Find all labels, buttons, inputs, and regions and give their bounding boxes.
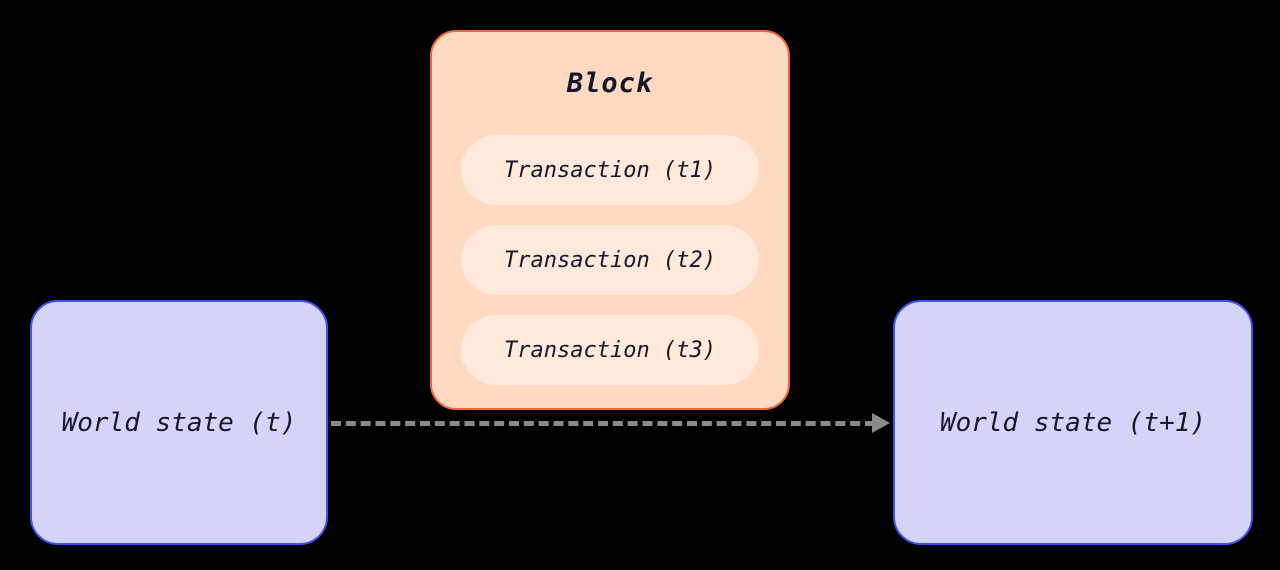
block-container: Block Transaction (t1) Transaction (t2) … <box>430 30 790 410</box>
world-state-t-box: World state (t) <box>30 300 328 545</box>
world-state-t-plus-1-box: World state (t+1) <box>893 300 1253 545</box>
transition-arrow-head-icon <box>872 413 890 433</box>
transition-arrow-line <box>331 421 875 426</box>
transaction-list: Transaction (t1) Transaction (t2) Transa… <box>432 135 788 385</box>
world-state-t-label: World state (t) <box>61 407 297 438</box>
transaction-item-t3: Transaction (t3) <box>461 315 759 385</box>
transaction-item-t2: Transaction (t2) <box>461 225 759 295</box>
transaction-item-t1: Transaction (t1) <box>461 135 759 205</box>
world-state-t-plus-1-label: World state (t+1) <box>939 407 1207 438</box>
block-title: Block <box>566 68 654 99</box>
